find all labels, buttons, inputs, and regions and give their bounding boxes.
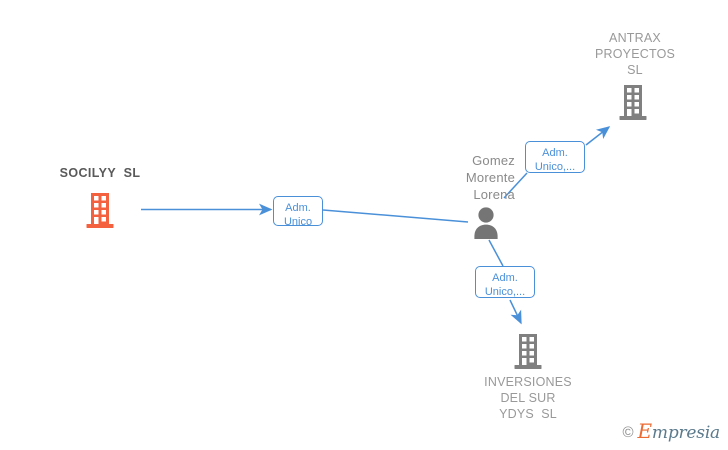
edge-person-to-inversiones: [488, 239, 522, 325]
person-icon[interactable]: [470, 206, 502, 240]
company-building-icon-socilyy[interactable]: [85, 193, 115, 229]
edge-person-to-antrax: [503, 126, 611, 199]
node-label-antrax: ANTRAX PROYECTOS SL: [594, 31, 676, 77]
copyright-icon: ©: [622, 423, 634, 441]
relation-chip-person-to-antrax[interactable]: Adm. Unico,...: [525, 141, 585, 173]
company-building-icon-inversiones[interactable]: [513, 334, 543, 370]
empresia-logo-text: Empresia: [637, 419, 721, 443]
empresia-logo-initial: E: [637, 419, 653, 443]
edge-person-to-socilyy: [141, 203, 469, 223]
empresia-watermark: © Empresia: [622, 419, 721, 443]
empresia-logo-rest: mpresia: [651, 423, 720, 443]
company-building-icon-antrax[interactable]: [618, 85, 648, 121]
node-label-person: Gomez Morente Lorena: [465, 153, 515, 202]
relation-chip-person-to-inversiones[interactable]: Adm. Unico,...: [475, 266, 535, 298]
node-label-inversiones: INVERSIONES DEL SUR YDYS SL: [484, 375, 572, 421]
node-label-socilyy: SOCILYY SL: [59, 166, 141, 180]
relation-chip-person-to-socilyy[interactable]: Adm. Unico: [273, 196, 323, 228]
